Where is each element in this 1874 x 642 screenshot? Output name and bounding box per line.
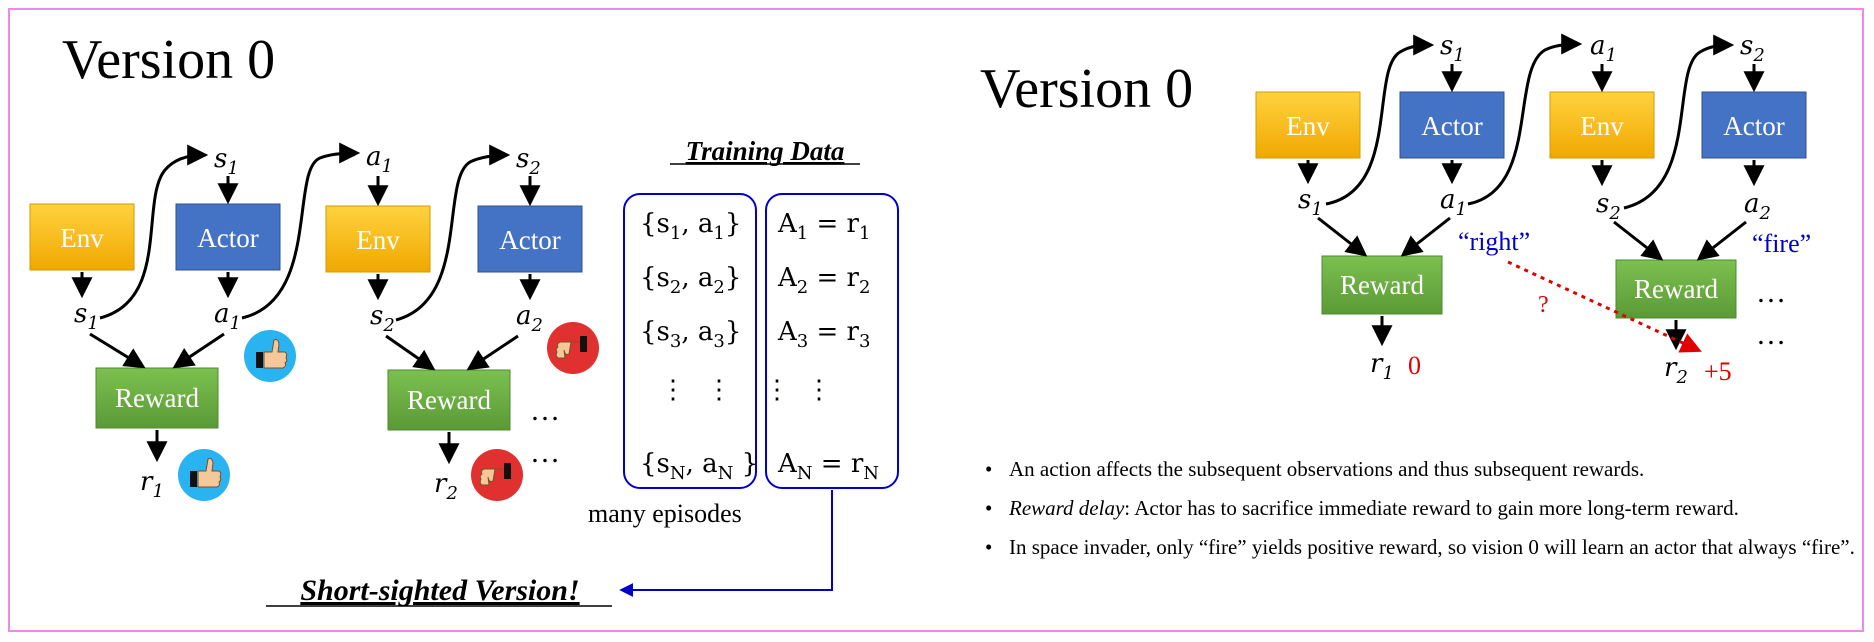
svg-text:Env: Env [1580,111,1624,141]
right-title: Version 0 [980,58,1193,120]
svg-text:⋮: ⋮ [806,375,832,404]
bullet-item-1: • An action affects the subsequent obser… [985,457,1645,481]
left-var-s1: s1 [74,299,99,334]
right-var-a1-top: a1 [1590,31,1617,66]
svg-text:Actor: Actor [499,225,560,255]
svg-text:Env: Env [60,223,104,253]
left-var-s2: s2 [370,301,395,336]
svg-text:{sN, aN }: {sN, aN } [640,449,758,484]
left-arrows [71,142,541,465]
left-var-r1: r1 [140,467,164,502]
bullet-item-3: • In space invader, only “fire” yields p… [985,535,1855,559]
right-actor-box-2: Actor [1701,91,1807,159]
question-mark: ? [1538,292,1549,318]
svg-text:{s2, a2}: {s2, a2} [640,263,741,298]
left-var-a1-top: a1 [366,142,393,177]
bullet-text-1: An action affects the subsequent observa… [1009,457,1645,481]
left-reward-box-2: Reward [387,369,511,431]
svg-text:Reward: Reward [407,385,491,415]
left-env-box-1: Env [29,203,135,271]
left-var-s2-top: s2 [516,144,541,179]
thumbs-down-icon [471,449,523,501]
conclusion-connector [619,490,833,597]
svg-text:Actor: Actor [197,223,258,253]
episodes-label: many episodes [588,499,742,528]
training-pair-2: {s2, a2} A2 = r2 [640,263,870,298]
left-actor-box-1: Actor [175,203,281,271]
training-pair-1: {s1, a1} A1 = r1 [640,209,870,244]
svg-text:Actor: Actor [1421,111,1482,141]
svg-text:Reward: Reward [1634,274,1718,304]
right-reward-box-2: Reward [1615,259,1737,319]
right-actor-box-1: Actor [1399,91,1505,159]
svg-text:{s1, a1}: {s1, a1} [640,209,741,244]
svg-text:⋮: ⋮ [706,375,732,404]
right-ellipsis-1: … [1756,276,1786,309]
left-var-a1: a1 [214,299,241,334]
state-action-bracket [623,193,757,489]
right-var-a2: a2 [1744,189,1771,224]
left-env-box-2: Env [325,205,431,273]
action-label-fire: “fire” [1752,229,1811,258]
reward-value-plus5: +5 [1704,357,1732,386]
svg-text:Reward: Reward [1340,270,1424,300]
thumbs-down-icon [547,322,599,374]
training-pair-n: {sN, aN } AN = rN [640,449,879,484]
bullet-emphasis-2: Reward delay [1009,496,1125,520]
svg-text:⋮: ⋮ [660,375,686,404]
slide-frame [8,8,1864,632]
right-var-r2: r2 [1664,353,1688,388]
left-var-r2: r2 [434,469,458,504]
thumbs-up-icon [178,449,230,501]
training-vdots: ⋮ ⋮ ⋮ ⋮ [660,375,832,404]
left-ellipsis-2: … [530,436,560,469]
right-var-a1: a1 [1440,185,1467,220]
left-reward-box-1: Reward [95,367,219,429]
right-env-box-2: Env [1549,91,1655,159]
svg-text:A1 = r1: A1 = r1 [777,209,870,244]
svg-text:Env: Env [1286,111,1330,141]
right-arrows [1297,33,1765,351]
delayed-reward-arrow [1507,260,1702,353]
svg-text:⋮: ⋮ [764,375,790,404]
advantage-bracket [765,193,899,489]
left-var-s1-top: s1 [214,144,239,179]
right-reward-box-1: Reward [1321,255,1443,315]
svg-text:Actor: Actor [1723,111,1784,141]
left-ellipsis-1: … [530,394,560,427]
left-actor-box-2: Actor [477,205,583,273]
conclusion-text: Short-sighted Version! [300,574,579,607]
training-data-heading: Training Data [686,136,845,166]
reward-value-0: 0 [1408,351,1421,380]
svg-text:A2 = r2: A2 = r2 [777,263,870,298]
right-var-s1-top: s1 [1440,31,1465,66]
right-ellipsis-2: … [1756,318,1786,351]
svg-text:AN = rN: AN = rN [777,449,879,484]
bullet-text-3: In space invader, only “fire” yields pos… [1009,535,1855,559]
svg-text:A3 = r3: A3 = r3 [777,317,870,352]
svg-text:Reward: Reward [115,383,199,413]
svg-text:Env: Env [356,225,400,255]
training-pair-3: {s3, a3} A3 = r3 [640,317,870,352]
right-var-r1: r1 [1370,349,1394,384]
right-var-s2: s2 [1596,189,1621,224]
bullet-text-2: : Actor has to sacrifice immediate rewar… [1124,496,1739,520]
svg-text:{s3, a3}: {s3, a3} [640,317,741,352]
left-var-a2: a2 [516,301,543,336]
right-var-s1: s1 [1298,185,1323,220]
thumbs-up-icon [244,330,296,382]
bullet-item-2: • Reward delay: Actor has to sacrifice i… [985,496,1739,520]
action-label-right: “right” [1458,227,1530,256]
right-var-s2-top: s2 [1740,31,1765,66]
right-env-box-1: Env [1255,91,1361,159]
left-title: Version 0 [62,29,275,91]
